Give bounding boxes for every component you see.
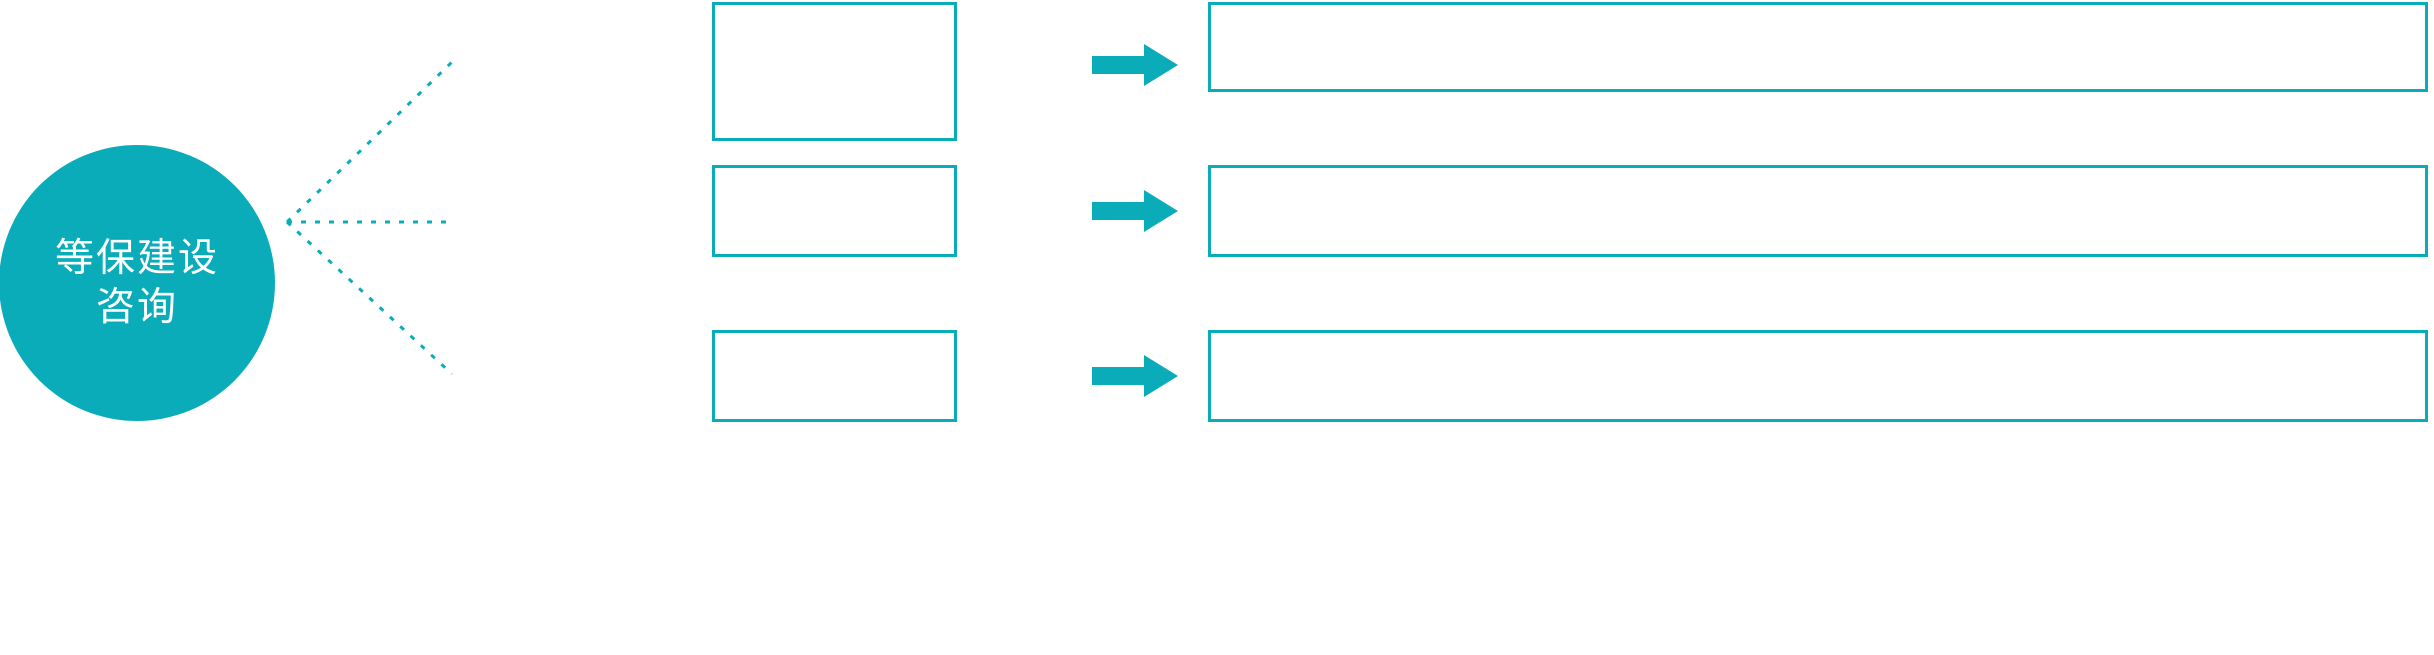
hub-title-line-2: 咨询 — [95, 286, 178, 329]
stage-box-1[interactable] — [712, 2, 957, 141]
hub-title-line-1: 等保建设 — [54, 237, 219, 280]
stage-box-3[interactable] — [712, 330, 957, 422]
connector-line-branch-1 — [285, 60, 454, 224]
detail-box-3[interactable] — [1208, 330, 2428, 422]
detail-box-2[interactable] — [1208, 165, 2428, 257]
stage-box-2[interactable] — [712, 165, 957, 257]
right-arrow-icon-3 — [1092, 355, 1178, 397]
right-arrow-icon-1 — [1092, 44, 1178, 86]
hub-circle[interactable]: 等保建设 咨询 — [0, 145, 275, 421]
detail-box-1[interactable] — [1208, 2, 2428, 92]
right-arrow-icon-2 — [1092, 190, 1178, 232]
connector-line-branch-3 — [285, 220, 454, 376]
